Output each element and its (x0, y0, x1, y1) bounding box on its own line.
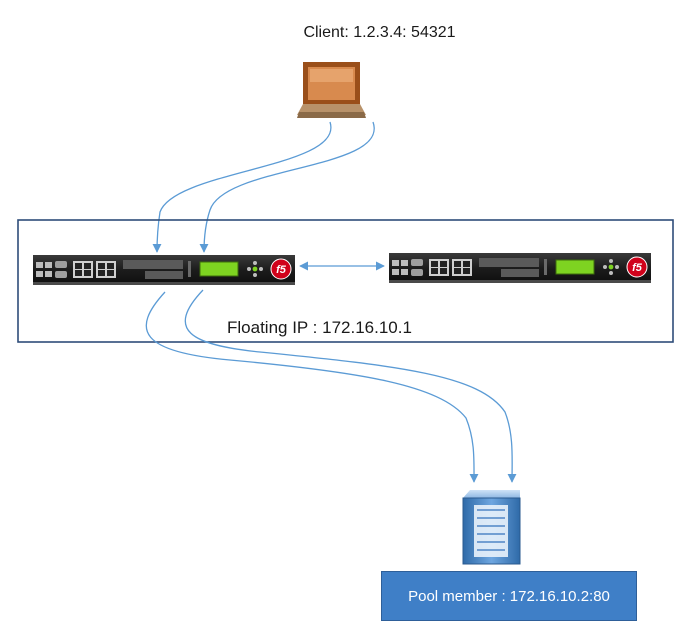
pool-member-label: Pool member : 172.16.10.2:80 (408, 587, 610, 605)
f5-logo-icon: f5 (270, 258, 292, 280)
svg-text:f5: f5 (276, 264, 287, 276)
pool-connector-1 (145, 291, 479, 483)
load-balancer-icon: f5 (33, 255, 295, 285)
laptop-icon (297, 62, 366, 118)
f5-logo-icon: f5 (626, 256, 648, 278)
svg-text:f5: f5 (632, 262, 643, 274)
server-icon (462, 490, 521, 565)
client-connector-2 (199, 121, 375, 253)
pool-connector-2 (184, 289, 517, 483)
floating-ip-label: Floating IP : 172.16.10.1 (227, 318, 412, 337)
cluster-box (17, 219, 674, 343)
client-connector-1 (152, 121, 332, 253)
load-balancer-icon: f5 (389, 253, 651, 283)
pool-member-box: Pool member : 172.16.10.2:80 (381, 571, 637, 621)
client-label: Client: 1.2.3.4: 54321 (303, 24, 456, 41)
